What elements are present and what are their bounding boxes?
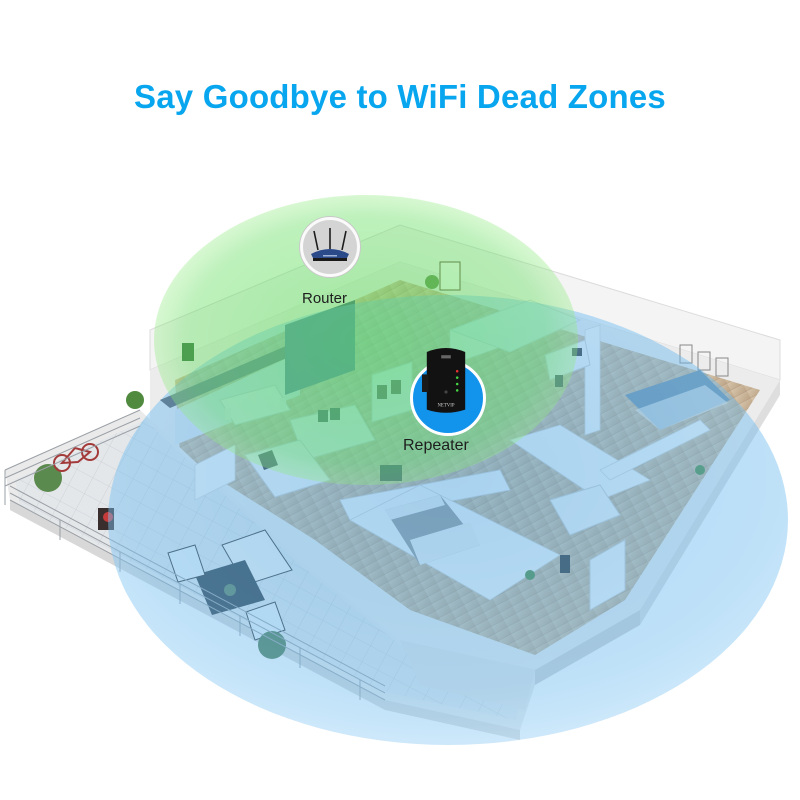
router-label: Router [302, 290, 348, 307]
wifi-repeater-icon: NETVIP [422, 348, 466, 413]
bicycle [53, 443, 99, 472]
repeater-brand: NETVIP [437, 403, 454, 408]
router-badge [300, 217, 360, 277]
router-coverage-zone [154, 195, 578, 485]
page-title: Say Goodbye to WiFi Dead Zones [134, 78, 666, 115]
wifi-router-icon [311, 228, 349, 261]
repeater-label: Repeater [403, 437, 469, 454]
